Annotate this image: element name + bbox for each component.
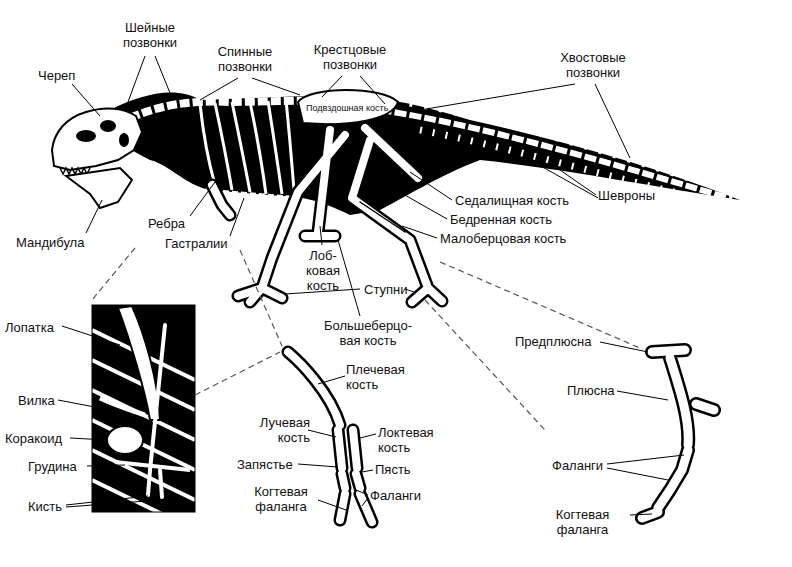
part-label: Спинные позвонки (200, 44, 290, 74)
part-label: Малоберцовая кость (440, 231, 566, 246)
part-label: Пясть (375, 462, 411, 477)
part-label: Лопатка (5, 320, 54, 335)
part-label: Бедренная кость (450, 212, 552, 227)
part-label: Крестцовые позвонки (300, 42, 400, 72)
part-label: Запястье (237, 457, 293, 472)
part-label: Когтевая фаланга (244, 484, 318, 514)
part-label: Локтевая кость (378, 425, 458, 455)
part-label: Фаланги (370, 488, 421, 503)
part-label: Лоб- ковая кость (300, 248, 346, 293)
part-label: Шевроны (598, 188, 655, 203)
part-label: Ребра (148, 216, 185, 231)
part-label: Подвздошная кость (306, 103, 396, 114)
part-label: Предплюсна (515, 334, 591, 349)
part-label: Шейные позвонки (110, 20, 190, 50)
part-label: Плечевая кость (346, 362, 426, 392)
part-label: Череп (38, 68, 75, 83)
part-label: Кисть (28, 499, 62, 514)
part-label: Мандибула (16, 235, 84, 250)
part-label: Вилка (18, 393, 55, 408)
part-label: Когтевая фаланга (535, 507, 630, 537)
part-label: Лучевая кость (244, 415, 310, 445)
part-label: Грудина (28, 459, 77, 474)
part-label: Хвостовые позвонки (538, 50, 648, 80)
part-label: Фаланги (552, 458, 603, 473)
part-label: Седалищная кость (455, 193, 569, 208)
part-label: Гастралии (165, 236, 228, 251)
part-label: Плюсна (567, 383, 615, 398)
part-label: Большеберцо- вая кость (318, 318, 418, 348)
part-label: Ступни (364, 282, 407, 297)
part-label: Коракоид (5, 431, 62, 446)
